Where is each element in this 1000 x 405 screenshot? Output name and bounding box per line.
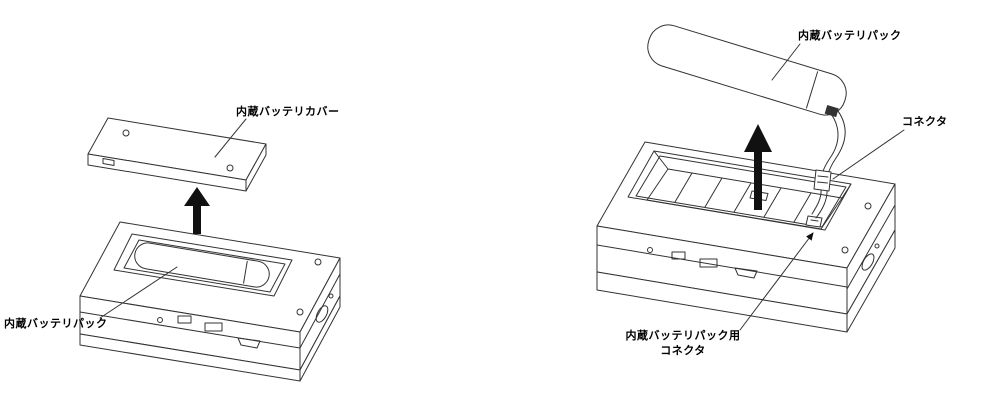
cover-screw-hole — [122, 129, 130, 137]
cable-connector — [813, 169, 832, 192]
front-port-trapezoid — [237, 337, 261, 349]
bay-wall-edges — [653, 150, 852, 199]
battery-cover — [87, 117, 267, 192]
battery-pack-seam — [243, 260, 248, 284]
screw-hole — [314, 258, 322, 266]
up-arrow — [184, 187, 210, 234]
battery-pack-terminal — [824, 104, 839, 118]
screw-hole — [296, 308, 304, 316]
leader-line-connector — [832, 129, 905, 180]
up-arrow — [744, 124, 772, 210]
device-seam-right — [846, 204, 896, 290]
front-port — [699, 258, 718, 268]
bay-rim-inner — [123, 239, 286, 293]
bay-ribs — [674, 172, 812, 223]
leader-line-pack-connector — [739, 232, 814, 331]
bay-rim-outer — [113, 233, 293, 297]
label-pack-connector-line2: コネクタ — [660, 345, 706, 357]
cover-screw-hole — [226, 164, 234, 172]
cover-right-face — [245, 143, 267, 192]
bay-center-detail — [749, 190, 769, 201]
battery-bay — [113, 233, 293, 297]
device-base-right — [846, 229, 896, 333]
front-port-dot — [157, 317, 163, 323]
bay-connector — [805, 215, 823, 228]
front-port-dot — [647, 247, 653, 253]
cable-connector-detail — [817, 175, 829, 184]
battery-pack-seam — [805, 71, 819, 109]
screw-hole — [841, 246, 849, 254]
bay-connector-slot — [810, 219, 819, 222]
battery-pack — [647, 24, 847, 118]
leader-line-pack — [99, 266, 178, 319]
side-port-oval — [315, 305, 329, 323]
label-battery-pack: 内蔵バッテリパック — [798, 30, 902, 42]
device-seam-right — [299, 273, 341, 349]
device-seam-front — [79, 311, 301, 349]
battery-pack-body — [134, 242, 270, 288]
device-base-right — [299, 295, 341, 382]
front-port — [177, 315, 192, 324]
device-seam-front — [596, 244, 848, 288]
leader-line-cover — [214, 118, 247, 158]
battery-cable — [811, 105, 846, 219]
label-pack-connector: 内蔵バッテリパック用 コネクタ — [618, 329, 748, 359]
side-port-dot — [874, 243, 880, 249]
battery-pack-removal-drawing — [596, 24, 905, 333]
screw-hole — [864, 202, 872, 210]
figure-battery-pack-removal: 内蔵バッテリパック コネクタ 内蔵バッテリパック用 コネクタ — [500, 0, 1000, 405]
device-body — [79, 221, 341, 382]
front-port — [671, 251, 686, 260]
front-port-trapezoid — [734, 267, 758, 279]
bay-rim-outer — [627, 150, 852, 231]
leader-line-pack — [771, 43, 801, 81]
label-pack-connector-line1: 内蔵バッテリパック用 — [625, 330, 741, 342]
label-connector: コネクタ — [902, 116, 948, 128]
figure-battery-cover-removal: 内蔵バッテリカバー 内蔵バッテリパック — [4, 106, 341, 382]
label-battery-pack: 内蔵バッテリパック — [4, 318, 108, 330]
cover-notch — [102, 158, 115, 166]
open-battery-bay — [627, 150, 852, 231]
front-port — [204, 322, 223, 332]
battery-pack — [134, 242, 270, 288]
battery-pack-body — [647, 24, 847, 116]
side-port-oval — [861, 253, 875, 271]
side-port-dot — [328, 293, 334, 299]
bay-floor — [646, 168, 843, 230]
label-battery-cover: 内蔵バッテリカバー — [236, 106, 340, 118]
battery-cover-removal-drawing — [79, 117, 341, 382]
